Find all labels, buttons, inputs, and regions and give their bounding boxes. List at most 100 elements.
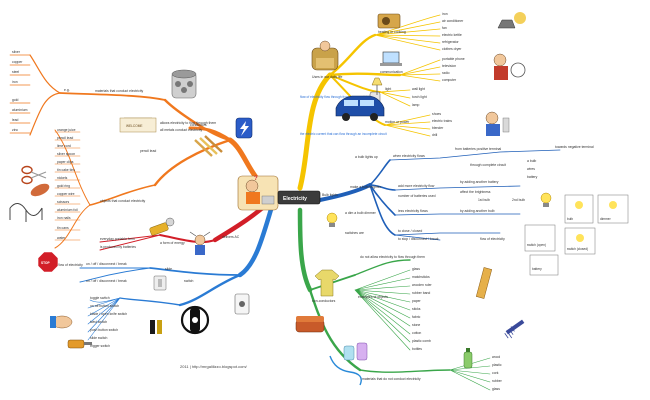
conductor-object-item: tin cake tins	[57, 168, 75, 172]
insulator-example-item: paper	[412, 299, 422, 303]
comb-image	[504, 319, 525, 339]
conductor-object-item: lime cord	[57, 144, 71, 148]
lightning-badge-image	[235, 117, 253, 139]
bottle-image	[463, 348, 473, 369]
light-item: torch light	[412, 95, 427, 99]
motion-item: electric trains	[432, 119, 452, 123]
conductors-label: conductors	[190, 123, 207, 127]
insulator-example-item: fabric	[412, 315, 421, 319]
metal-3: iron	[12, 80, 18, 84]
switch-type-item: push button switch	[90, 328, 118, 332]
insulator-material-item: rubber	[492, 379, 503, 383]
circuit-1-label: bulb	[567, 217, 573, 221]
bulb-icon-1	[540, 192, 552, 207]
materials-label: materials that do not conduct electricit…	[362, 377, 421, 381]
insulator-material-item: cork	[492, 371, 499, 375]
heating-item: electric kettle	[442, 33, 462, 37]
insulator-example-item: sticks	[412, 307, 421, 311]
communication-label: communication	[380, 70, 403, 74]
battery-pack-image	[171, 69, 197, 99]
central-topic[interactable]: ? Electricity	[237, 175, 321, 211]
heating-item: clothes dryer	[442, 47, 462, 51]
conductor-object-item: aluminium foil	[57, 208, 78, 212]
bulb-a4: to close / closed	[398, 229, 422, 233]
bulb-a2d: number of batteries used	[398, 194, 436, 198]
switches-on-off-2: on / off / disconnect / break	[86, 279, 127, 283]
circuit-5-label: battery	[532, 267, 542, 271]
ruler-image	[475, 267, 493, 299]
insulator-example-item: wooden ruler	[412, 283, 432, 287]
switch-type-item: toggle switch	[90, 296, 110, 300]
robot-person-image	[189, 231, 211, 255]
electric-car-image	[335, 95, 385, 121]
insulator-example-item: matchsticks	[412, 275, 430, 279]
conductors-materials-label: materials that conduct electricity	[95, 89, 144, 93]
central-title: Electricity	[283, 196, 307, 202]
batteries-image	[150, 320, 162, 334]
heating-item: fan	[442, 26, 447, 30]
bulb-a1c: through complete circuit	[470, 163, 506, 167]
scissors-image	[21, 165, 47, 185]
dial-switch-image	[180, 305, 210, 335]
person-fan-image	[493, 53, 526, 80]
insulator-example-item: stone	[412, 323, 420, 327]
conductor-object-item: paper clips	[57, 160, 74, 164]
circuit-board-4: switch (closed)	[564, 227, 596, 255]
metal-7: zinc	[12, 128, 18, 132]
bulb-q1: a bulb lights up	[355, 155, 378, 159]
bulb-a2c: affect the brightness	[460, 190, 491, 194]
iron-image	[497, 12, 526, 29]
sausage-image	[30, 183, 50, 197]
sofa-image	[295, 316, 325, 333]
circuit-board-3: switch (open)	[524, 224, 556, 252]
branch-switches	[79, 203, 275, 341]
hose-image	[329, 355, 362, 386]
examples-label: examples of objects	[358, 295, 388, 299]
bulb-a1b: from batteries positive terminal	[455, 147, 501, 151]
insulator-material-item: glass	[492, 387, 500, 391]
metal-5: aluminium	[12, 108, 28, 112]
motion-item: shoes	[432, 112, 441, 116]
communication-item: computer	[442, 78, 457, 82]
bulb-label: Bulb lights	[322, 193, 338, 197]
radio-image	[377, 13, 401, 29]
circuit-3-label: switch (open)	[527, 243, 546, 247]
pencils-image	[194, 135, 223, 157]
switches-slide: slide	[165, 267, 172, 271]
switch-type-item: slide switch	[90, 336, 107, 340]
bulb-q2: make a bulb brighter	[350, 185, 382, 189]
insulator-example-item: bottles	[412, 347, 422, 351]
branch-bulb	[318, 149, 561, 241]
metal-1: copper	[12, 60, 23, 64]
circuit-board-2: dimmer	[597, 194, 629, 224]
objects-conduct-label: objects that conduct electricity	[100, 199, 146, 203]
jars-image	[343, 342, 368, 361]
communication-item: television	[442, 64, 456, 68]
insulators-sub1: do not allow electricity to flow through…	[360, 255, 425, 259]
wires-image	[9, 203, 43, 222]
branch-insulators	[297, 207, 491, 391]
conductors-sub2: all metals conduct electricity	[160, 128, 203, 132]
light-switch-image	[234, 293, 250, 315]
hand-switch-image	[50, 315, 73, 329]
car-note: the electric current that can flow throu…	[300, 132, 387, 136]
heating-label: heating or cooking	[378, 30, 406, 34]
bulb-a4c: flow of electricity	[480, 237, 505, 241]
branch-daily-life	[297, 14, 441, 191]
switch-type-item: twist switch	[90, 320, 107, 324]
bulb-a3b: by adding another bulb	[460, 209, 495, 213]
insulator-example-item: plastic comb	[412, 339, 431, 343]
heating-item: iron	[442, 12, 448, 16]
insulator-material-item: plastic	[492, 363, 502, 367]
conductor-object-item: iron nails	[57, 216, 71, 220]
light-item: wall light	[412, 87, 425, 91]
bulb-a1e-2: battery	[527, 175, 538, 179]
metal-6: lead	[12, 118, 19, 122]
circuit-board-5: battery	[529, 254, 559, 276]
heating-item: refrigerator	[442, 40, 459, 44]
bulb-a3: less electricity flows	[398, 209, 428, 213]
stop-sign-text: STOP	[41, 261, 50, 265]
